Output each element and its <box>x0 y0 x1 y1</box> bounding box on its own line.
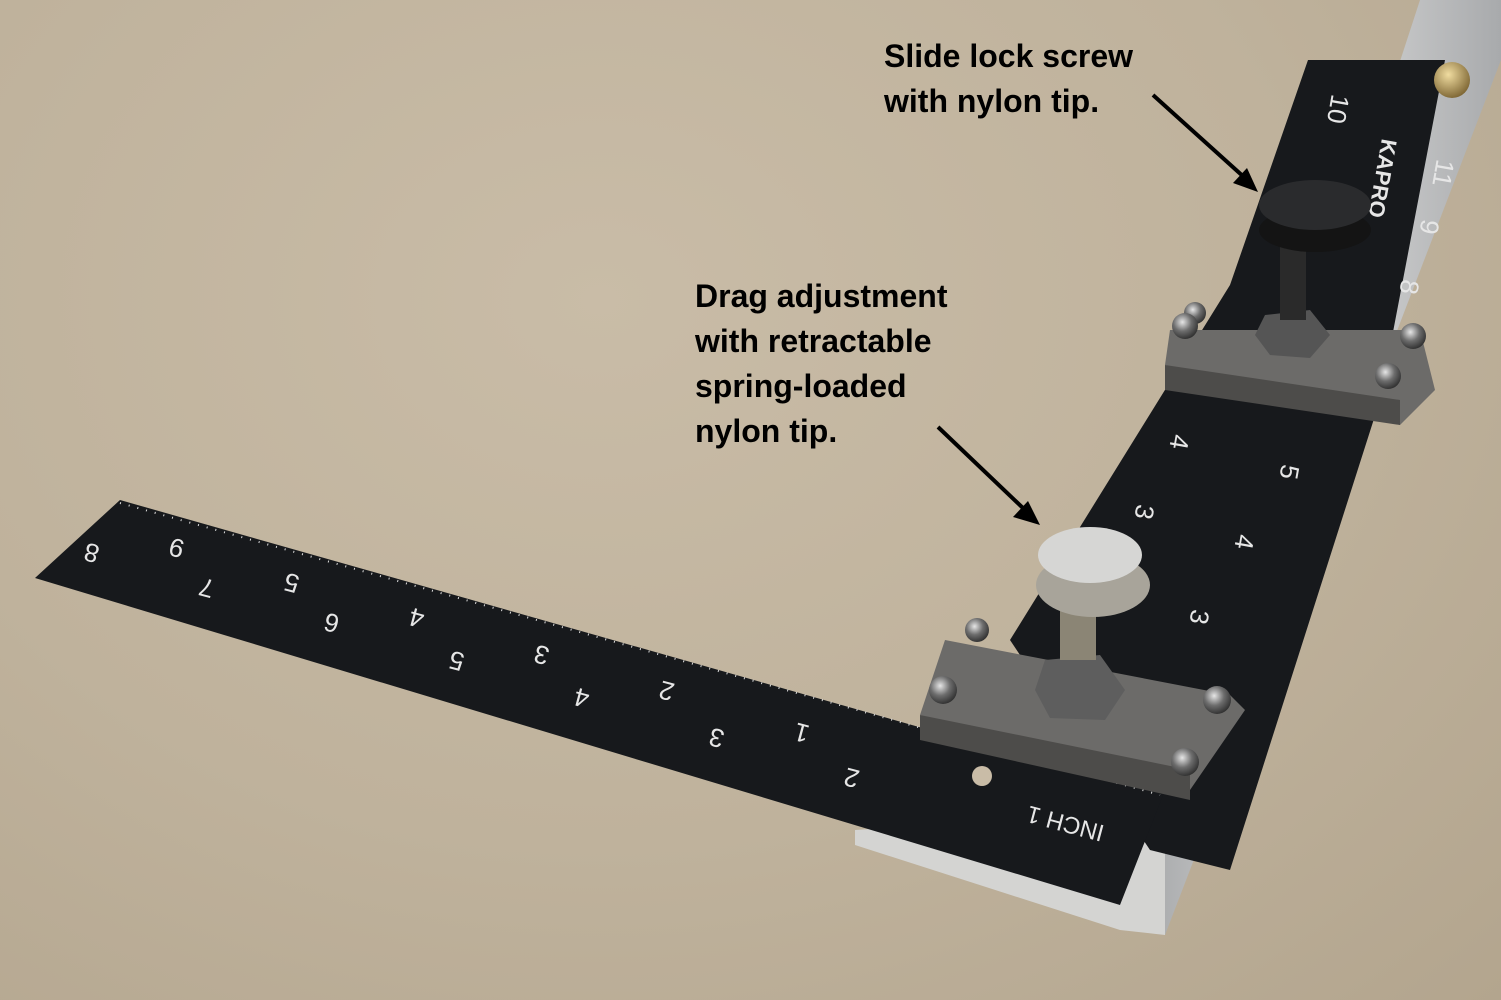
tongue-number: 4 <box>1228 532 1260 551</box>
brass-screw <box>1434 62 1470 98</box>
tongue-number: 10 <box>1321 92 1356 126</box>
annotation-drag-adjust: Drag adjustment with retractable spring-… <box>695 274 947 454</box>
arrow-drag-adjust <box>936 425 1027 512</box>
annotation-line: spring-loaded <box>695 368 907 404</box>
annotation-line: with retractable <box>695 323 932 359</box>
blade-hole <box>972 766 992 786</box>
annotation-line: nylon tip. <box>695 413 838 449</box>
annotation-line: Drag adjustment <box>695 278 948 314</box>
blade-black-scale <box>35 500 1165 905</box>
tongue-black-scale <box>1010 60 1445 870</box>
annotation-slide-lock: Slide lock screw with nylon tip. <box>884 34 1133 124</box>
tongue-number: 9 <box>1413 217 1445 236</box>
tongue-number: 11 <box>1426 157 1460 189</box>
annotation-arrows <box>936 93 1258 525</box>
annotation-line: with nylon tip. <box>884 83 1100 119</box>
annotation-line: Slide lock screw <box>884 38 1134 74</box>
slide-lock-block <box>1165 62 1470 425</box>
tongue-number: 8 <box>1393 277 1425 296</box>
arrow-slide-lock <box>1151 93 1247 180</box>
tongue-number: 3 <box>1128 502 1160 521</box>
tongue-number: 3 <box>1183 607 1215 626</box>
drag-adjust-block <box>920 527 1245 800</box>
tongue-number: 5 <box>1273 462 1305 481</box>
tongue-number: 4 <box>1163 432 1195 451</box>
